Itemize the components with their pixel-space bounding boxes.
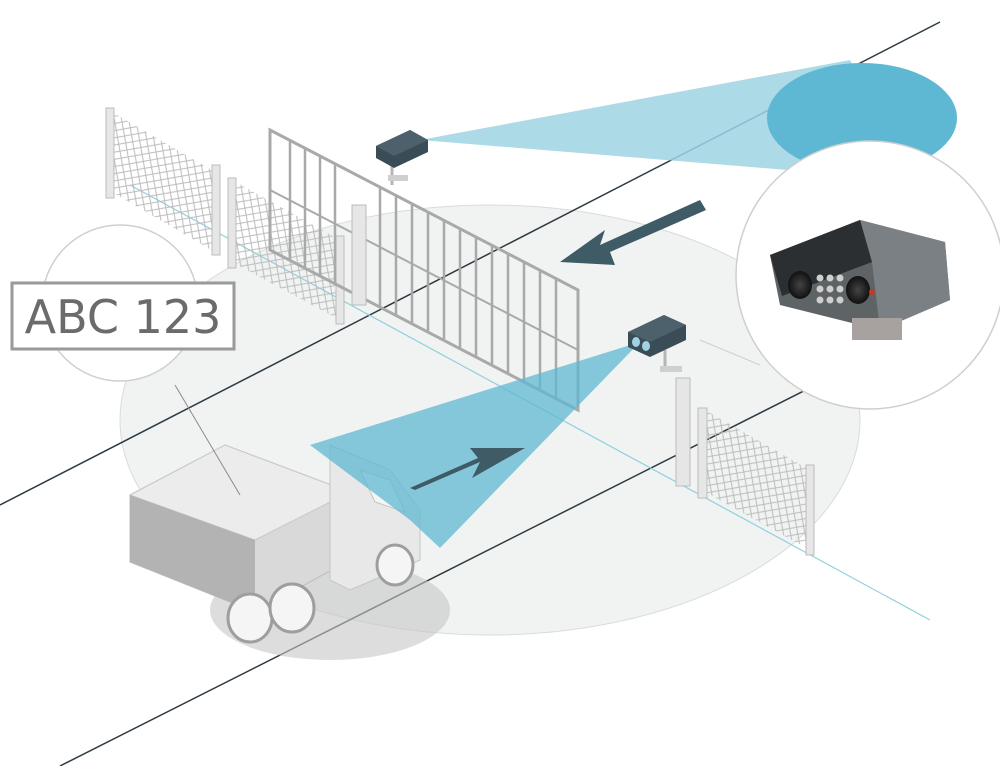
entry-camera (628, 315, 686, 372)
exit-camera-beam-end (767, 63, 957, 173)
gate-post (351, 204, 367, 306)
plate-magnifier: ABC 123 (10, 224, 241, 496)
entry-arrow (560, 200, 706, 265)
exit-camera (376, 130, 428, 185)
entry-camera-beam (310, 342, 640, 548)
sliding-gate (268, 127, 580, 413)
camera-lens-array (788, 271, 875, 304)
left-fence (105, 107, 345, 325)
exit-arrow (410, 448, 525, 490)
right-fence (697, 407, 815, 556)
license-plate-text: ABC 123 (25, 290, 222, 344)
camera-post-right (675, 377, 691, 487)
camera-closeup (699, 140, 1000, 410)
